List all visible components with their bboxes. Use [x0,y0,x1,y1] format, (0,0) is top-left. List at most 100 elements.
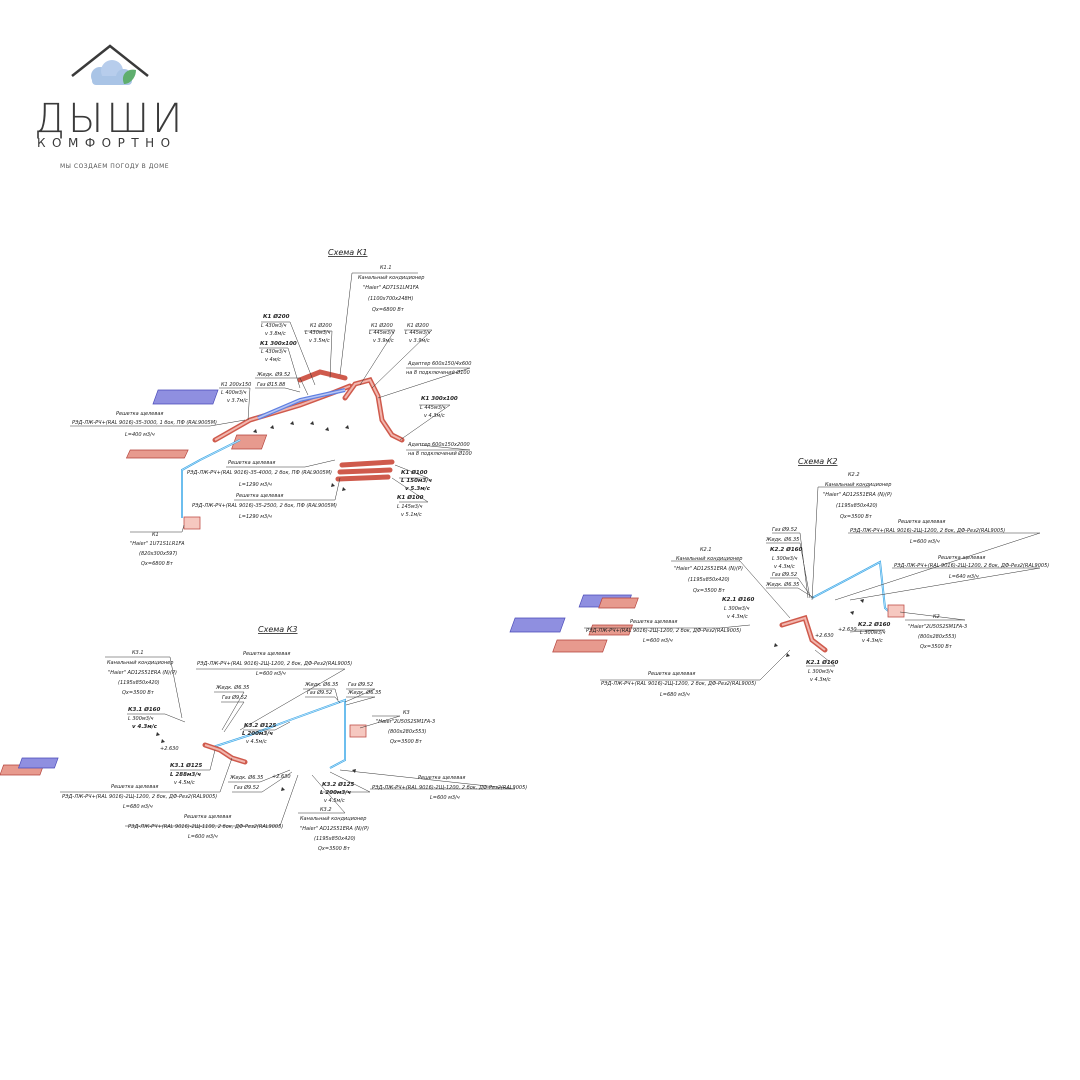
k2-d3-velocity: v 4.3м/с [862,638,883,644]
k3-d2-flow: L 200м3/ч [242,731,273,737]
k3-liq1: Жидк. Ø6.35 [215,684,249,691]
k3-outdoor-tag: К3 [403,710,410,716]
scheme-k2: Схема К2 К2.2 Канальный кондиционер [509,457,1049,698]
k3-liq3: Жидк. Ø6.35 [347,689,381,696]
k1-adapter1-line2: на 8 подключений Ø100 [406,369,470,376]
k3-grille3-flow: L=680 м3/ч [123,804,153,810]
k3-grille4-spec: РЭД-ЛЖ-РЧ+(RAL 9016)-2Щ-1100, 2 бок, ДФ-… [128,824,283,830]
k3-gas1: Газ Ø9.52 [222,694,247,701]
k1-d9-flow: L 145м3/ч [397,504,423,510]
k3-d4-velocity: v 4.5м/с [324,798,345,804]
scheme-k3: Схема К3 К3.1 Канальн [0,625,527,852]
k2-d2-velocity: v 4.3м/с [727,614,748,620]
k2-outdoor-tag: К2 [933,614,940,620]
k2-d1-flow: L 300м3/ч [772,556,798,562]
house-roof-icon [71,44,149,77]
k1-d2-velocity: v 3.5м/с [309,338,330,344]
k3-d1-velocity: v 4.3м/с [132,724,158,730]
k1-d7-velocity: v 4.3м/с [424,413,445,419]
k2-d2-flow: L 300м3/ч [724,606,750,612]
k1-outdoor-model: "Haier" 1U71S1LR1FA [130,541,185,547]
k1-d9-tag: К1 Ø100 [397,494,424,501]
k2-d1-velocity: v 4.3м/с [774,564,795,570]
k1-outdoor-unit [183,516,201,530]
k1-d5-tag: К1 Ø200 [407,322,429,329]
k2-gas1: Газ Ø9.52 [772,526,797,533]
k3-grille2-spec: РЭД-ЛЖ-РЧ+(RAL 9016)-2Щ-1200, 2 бок, ДФ-… [372,785,527,791]
k2-grille1-flow: L=600 м3/ч [910,539,940,545]
k1-d1-flow: L 430м3/ч [261,323,287,329]
k3-outdoor-dims: (800х280х553) [388,729,426,735]
k2-gas2: Газ Ø9.52 [772,571,797,578]
k1-liquid: Жидк. Ø9.52 [256,371,290,378]
k1-d3-flow: L 430м3/ч [261,349,287,355]
k2-unit2-model: "Haier" AD12S51ERA (N)(P) [823,492,892,498]
k1-d6-velocity: v 3.7м/с [227,398,248,404]
k1-unit-model: "Haier" AD71S1LM1FA [363,285,419,291]
k3-outdoor-model: "Haier"2U50S2SM1FA-3 [376,719,435,725]
scheme-k2-title: Схема К2 [798,457,838,466]
k3-d3-velocity: v 4.5м/с [174,780,195,786]
k1-d6-tag: К1 200х150 [221,382,251,388]
k2-grille4-title: Решетка щелевая [648,671,695,677]
k1-adapter2-line1: Адаптер 600х150х2000 [407,442,470,448]
k1-d7-tag: К1 300х100 [421,396,458,402]
k1-grille3-title: Решетка щелевая [236,493,283,499]
k3-grille1-title: Решетка щелевая [243,651,290,657]
k2-unit1-model: "Haier" AD12S51ERA (N)(P) [674,566,743,572]
k3-ductwork [0,698,367,776]
k3-unit2-power: Qх=3500 Вт [318,846,351,852]
k2-unit2-tag: К2.2 [848,472,860,478]
k3-unit1-dims: (1195х850х420) [118,680,160,686]
k1-grille1-spec: РЭД-ЛЖ-РЧ+(RAL 9016)-35-3000, 1 бок, ПФ … [72,420,217,426]
k1-outdoor-dims: (820х300х597) [139,551,177,557]
k1-grille2-title: Решетка щелевая [228,460,275,466]
k1-d4-tag: К1 Ø200 [371,322,393,329]
k1-d2-tag: К1 Ø200 [310,322,332,329]
k2-d1-tag: К2.2 Ø160 [770,546,802,553]
k1-adapter1-line1: Адаптер 600х150/4х600 [407,361,471,367]
k2-grille4-spec: РЭД-ЛЖ-РЧ+(RAL 9016)-2Щ-1200, 2 бок, ДФ-… [601,681,756,687]
k1-d5-flow: L 445м3/ч [405,330,431,336]
k3-grille3-title: Решетка щелевая [111,784,158,790]
k2-unit2-dims: (1195х850х420) [836,503,878,509]
k1-d8-flow: L 150м3/ч [401,478,432,484]
k1-d1-tag: К1 Ø200 [263,313,290,320]
k2-elev2: +2.630 [838,627,857,633]
k3-d1-flow: L 300м3/ч [128,716,154,722]
k3-d2-tag: К3.2 Ø125 [244,722,276,729]
k3-d3-flow: L 288м3/ч [170,772,201,778]
k3-grille4-title: Решетка щелевая [184,814,231,820]
k1-adapter-body [125,449,189,459]
k1-d1-velocity: v 3.8м/с [265,331,286,337]
k2-liq2: Жидк. Ø6.35 [765,581,799,588]
k1-d8-tag: К1 Ø100 [401,469,428,476]
k1-grille2-spec: РЭД-ЛЖ-РЧ+(RAL 9016)-35-4000, 2 бок, ПФ … [187,470,332,476]
k3-d4-flow: L 200м3/ч [320,790,351,796]
k2-grille1-spec: РЭД-ЛЖ-РЧ+(RAL 9016)-2Щ-1200, 2 бок, ДФ-… [850,528,1005,534]
k2-ductwork [509,560,905,653]
leaf-icon [122,69,136,84]
k2-outdoor-model: "Haier"2U50S2SM1FA-3 [908,624,967,630]
k1-d4-velocity: v 3.9м/с [373,338,394,344]
k3-grille1-flow: L=600 м3/ч [256,671,286,677]
k3-d1-tag: К3.1 Ø160 [128,706,160,713]
k1-d3-velocity: v 4м/с [265,357,281,363]
k3-unit2-name: Канальный кондиционер [300,816,366,822]
k1-grille3-flow: L=1290 м3/ч [239,514,272,520]
k1-d4-flow: L 445м3/ч [369,330,395,336]
k1-unit-dims: (1100х700х248Н) [368,296,413,302]
k1-d6-flow: L 400м3/ч [221,390,247,396]
k2-d3-tag: К2.2 Ø160 [858,621,890,628]
k2-unit1-name: Канальный кондиционер [676,556,742,562]
k2-grille2-spec: РЭД-ЛЖ-РЧ+(RAL 9016)-2Щ-1200, 2 бок, ДФ-… [894,563,1049,569]
k3-unit1-model: "Haier" AD12S51ERA (N)(P) [108,670,177,676]
k1-d2-flow: L 430м3/ч [305,330,331,336]
k2-grille1-title: Решетка щелевая [898,519,945,525]
k3-gas4: Газ Ø9.52 [234,784,259,791]
k2-d4-velocity: v 4.3м/с [810,677,831,683]
k3-outdoor-unit [349,724,367,738]
k3-liq2: Жидк. Ø6.35 [304,681,338,688]
k2-outdoor-power: Qх=3500 Вт [920,644,953,650]
